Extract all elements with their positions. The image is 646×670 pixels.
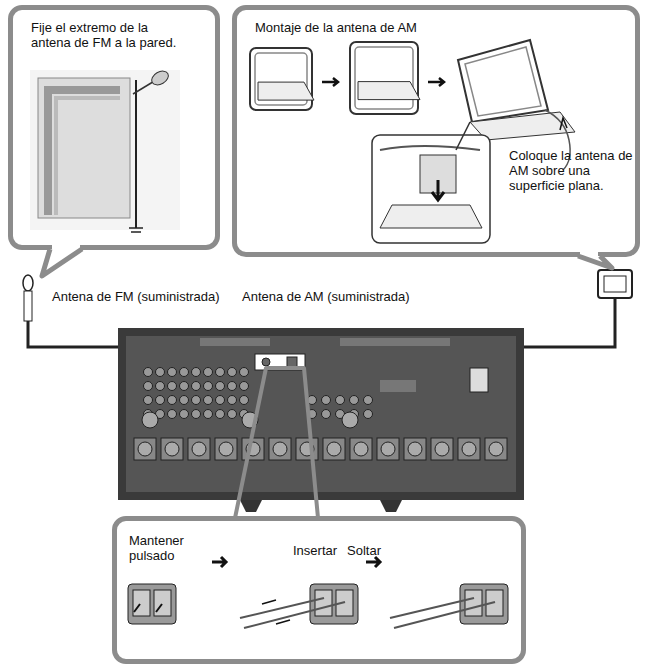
callout-text: Coloque la antena de AM sobre una superf… bbox=[509, 148, 634, 193]
callout-fill bbox=[10, 7, 218, 248]
part-label: Antena de AM (suministrada) bbox=[242, 289, 410, 304]
callout-heading: Mantener pulsado bbox=[129, 533, 209, 563]
callout-heading: Fije el extremo de la antena de FM a la … bbox=[31, 20, 181, 50]
speaker-terminal-steps bbox=[128, 557, 508, 628]
callout-heading: Montaje de la antena de AM bbox=[255, 20, 555, 35]
callout-fill bbox=[234, 7, 638, 255]
part-label: Antena de FM (suministrada) bbox=[52, 289, 220, 304]
av-receiver-rear-panel bbox=[118, 328, 524, 512]
callout-box: Montaje de la antena de AM Coloque la ant… bbox=[232, 5, 640, 257]
callout-text: Soltar bbox=[347, 543, 407, 558]
callout-text: Insertar bbox=[293, 543, 353, 558]
callout-box: Fije el extremo de la antena de FM a la … bbox=[8, 5, 220, 250]
callout-fill bbox=[114, 518, 524, 662]
callout-box: Mantener pulsado InsertarSoltar bbox=[112, 516, 526, 664]
am-antenna-assembly bbox=[250, 40, 575, 243]
fm-wall-illustration bbox=[30, 68, 180, 232]
